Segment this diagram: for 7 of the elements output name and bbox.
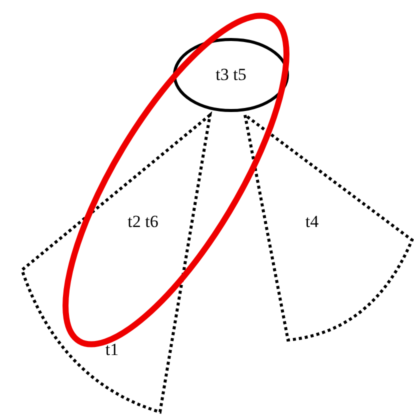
node-label: t4 xyxy=(305,212,319,232)
node-label: t3 t5 xyxy=(216,65,246,85)
sector-shape xyxy=(20,112,212,414)
node-label: t2 t6 xyxy=(128,212,158,232)
sector-shape xyxy=(243,112,414,342)
node-label: t1 xyxy=(105,340,119,360)
ellipse-node xyxy=(173,38,289,112)
